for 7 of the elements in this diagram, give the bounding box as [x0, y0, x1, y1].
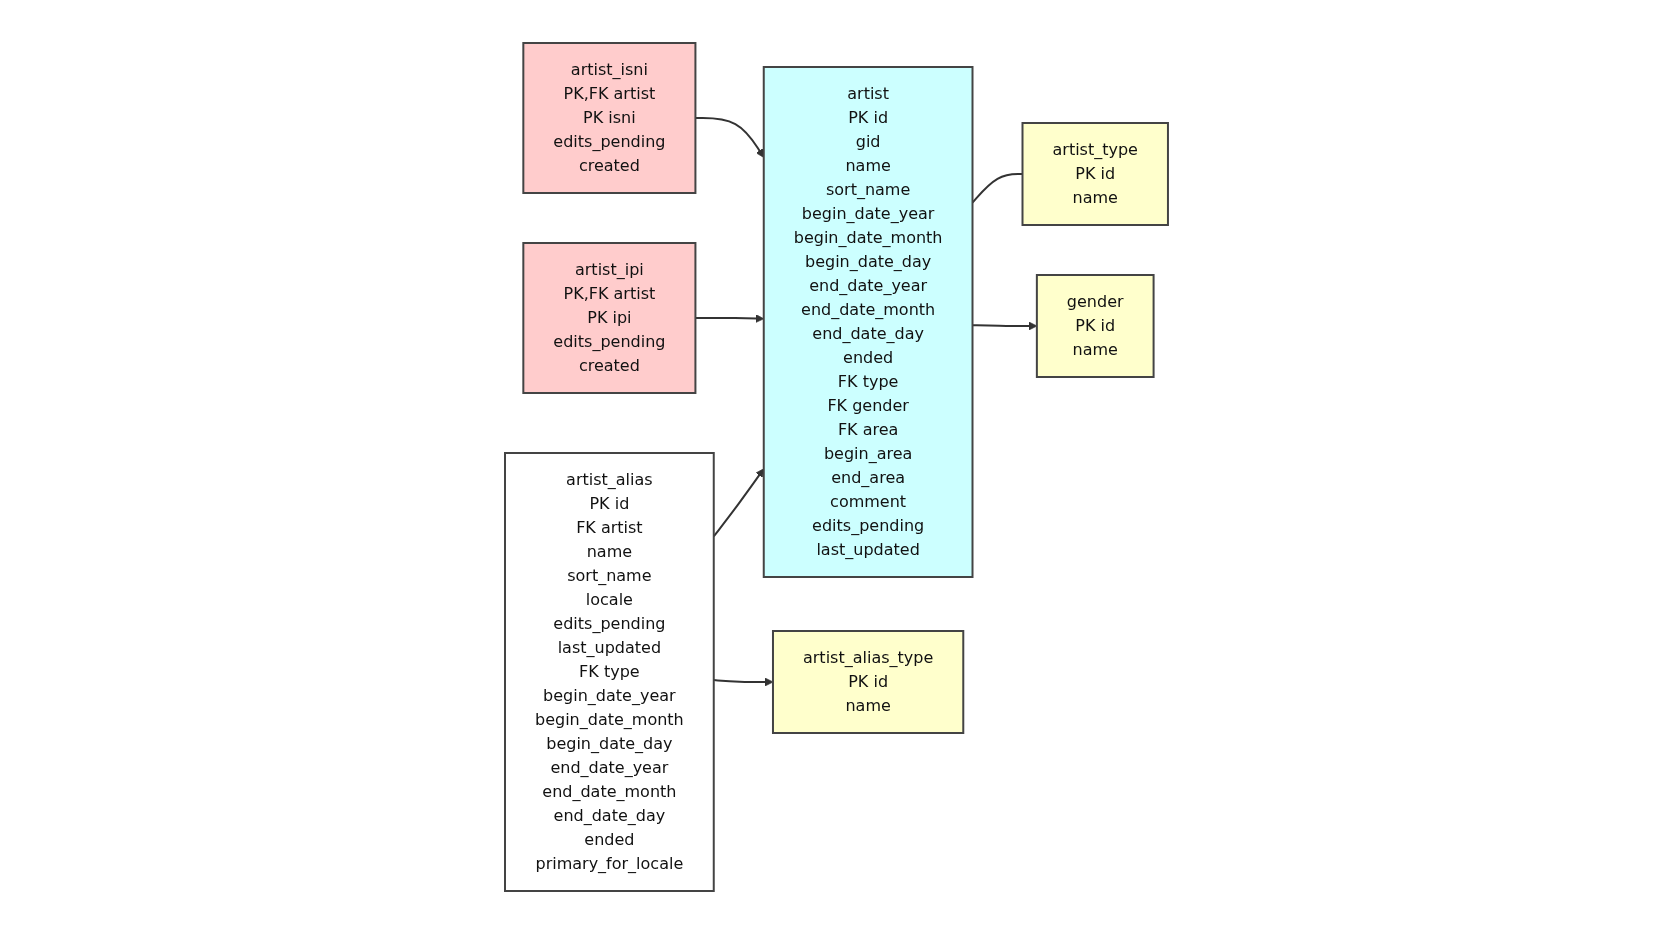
node-box: artist_ipi PK,FK artist PK ipi edits_pending created — [522, 241, 697, 394]
node-box: artist PK id gid name sort_name begin_date_year begin_date_month begin_date_day end_date_year end_date_month end_date_day ended FK type FK gender FK area begin_area end_area comment edits_pending last_updated — [762, 65, 974, 578]
node-box: artist_alias PK id FK artist name sort_name locale edits_pending last_updated FK type begin_date_year begin_date_month begin_date_day end_date_year end_date_month end_date_day ended primary_for_locale — [504, 451, 715, 892]
node-box: artist_isni PK,FK artist PK isni edits_pending created — [522, 41, 697, 194]
node-box: gender PK id name — [1035, 273, 1155, 378]
node-box: artist_alias_type PK id name — [772, 629, 965, 734]
node-box: artist_type PK id name — [1021, 121, 1169, 226]
